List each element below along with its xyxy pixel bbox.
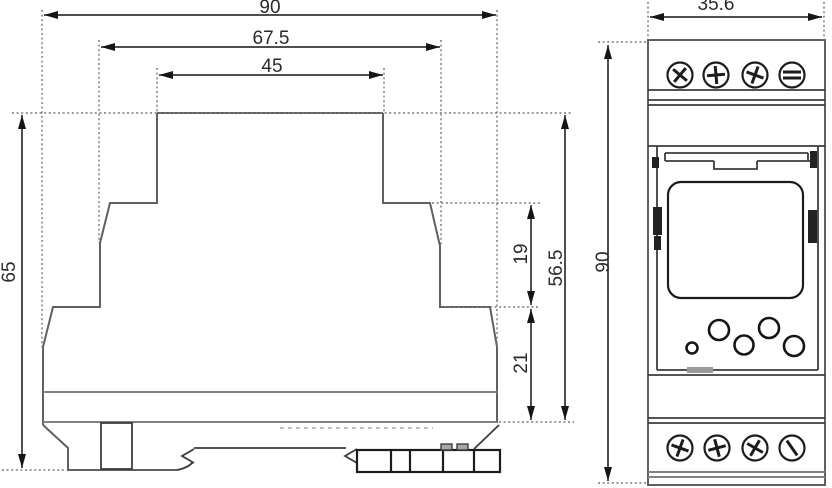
terminal-screws-bottom[interactable] <box>666 434 806 462</box>
hinge-bar-right <box>808 210 817 243</box>
front-view <box>647 39 826 486</box>
dim-label-top-width: 45 <box>261 56 282 77</box>
fixed-catch <box>100 422 133 470</box>
clip-link-line <box>473 424 500 450</box>
sliding-clip <box>355 424 502 474</box>
lid-pull-notch[interactable] <box>665 160 810 170</box>
terminal-screws-top[interactable] <box>666 61 806 89</box>
dim-label-lower-step: 21 <box>511 352 532 373</box>
dim-label-mid-width: 67.5 <box>253 28 290 49</box>
dim-label-upper-step: 19 <box>511 243 532 264</box>
extension-lines <box>2 2 825 484</box>
front-buttons[interactable] <box>685 316 806 358</box>
dimension-labels: 90 67.5 45 65 19 21 56.5 35.6 90 <box>0 0 734 374</box>
button-4[interactable] <box>782 334 806 358</box>
hinge-pin-right <box>810 151 817 168</box>
hinge-bar-left <box>653 207 662 235</box>
dim-label-overall-width: 90 <box>259 0 280 18</box>
panel-tab <box>687 367 713 373</box>
front-side-inner-edges <box>652 146 819 370</box>
front-horizontal-seams <box>648 89 825 478</box>
clip-tab <box>456 443 469 451</box>
dim-label-overall-depth: 65 <box>0 261 20 282</box>
hinge-bar-left-lower <box>654 236 661 250</box>
rail-hook-left <box>180 448 195 464</box>
flip-lid[interactable] <box>664 152 810 170</box>
dimension-lines <box>18 11 822 481</box>
button-1[interactable] <box>707 318 731 342</box>
dim-label-front-height: 90 <box>593 251 614 272</box>
button-3[interactable] <box>757 316 781 340</box>
rail-hook-right <box>343 448 358 464</box>
side-view <box>42 112 502 474</box>
button-2[interactable] <box>733 334 755 356</box>
din-rail-mount <box>100 422 502 474</box>
side-body-outline <box>42 112 498 471</box>
lcd-display <box>666 180 805 300</box>
hinge-pin-left <box>652 157 659 168</box>
rail-hook-left-curve <box>176 461 194 471</box>
clip-tab <box>440 443 453 451</box>
dim-label-front-width: 35.6 <box>698 0 735 15</box>
dim-label-body-depth: 56.5 <box>546 250 567 287</box>
front-body-outline <box>647 39 826 486</box>
led-indicator <box>685 341 699 355</box>
